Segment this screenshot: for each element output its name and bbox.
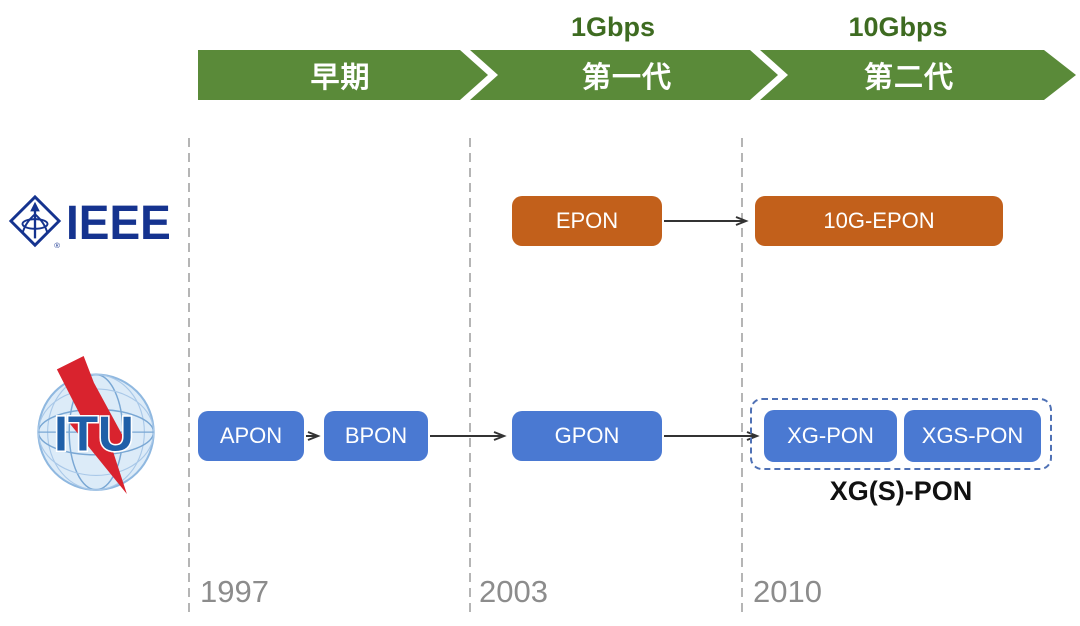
- node-epon-label: EPON: [555, 208, 619, 233]
- node-10g-epon-label: 10G-EPON: [823, 208, 935, 233]
- timeline-band: [198, 50, 1076, 100]
- node-xg-pon: XG-PON: [764, 410, 897, 462]
- ieee-diamond-icon: ®: [8, 194, 62, 250]
- xgs-pon-group-label: XG(S)-PON: [829, 476, 973, 506]
- itu-wordmark: ITU: [54, 407, 134, 462]
- timeline-segment-early: [198, 50, 488, 100]
- year-2010: 2010: [753, 574, 822, 609]
- itu-logo: ITU: [30, 356, 162, 496]
- year-1997: 1997: [200, 574, 269, 609]
- node-xgs-pon: XGS-PON: [904, 410, 1041, 462]
- node-gpon: GPON: [512, 411, 662, 461]
- node-10g-epon: 10G-EPON: [755, 196, 1003, 246]
- node-epon: EPON: [512, 196, 662, 246]
- timeline-label-gen2: 第二代: [863, 62, 954, 94]
- ieee-logo: ® IEEE: [8, 192, 188, 252]
- node-xg-pon-label: XG-PON: [787, 423, 874, 448]
- timeline-label-gen1: 第一代: [581, 62, 672, 94]
- xgs-pon-group-box: [750, 398, 1052, 470]
- itu-lightning-bolt: [56, 356, 127, 494]
- ieee-wordmark: IEEE: [66, 194, 171, 250]
- node-bpon-label: BPON: [344, 423, 408, 448]
- svg-text:®: ®: [54, 241, 60, 250]
- speed-label-1gbps: 1Gbps: [570, 11, 656, 42]
- timeline-label-early: 早期: [310, 62, 371, 94]
- timeline-segment-gen2: [760, 50, 1076, 100]
- node-bpon: BPON: [324, 411, 428, 461]
- node-gpon-label: GPON: [554, 423, 620, 448]
- speed-label-10gbps: 10Gbps: [848, 11, 948, 42]
- node-apon: APON: [198, 411, 304, 461]
- year-2003: 2003: [479, 574, 548, 609]
- node-apon-label: APON: [219, 423, 283, 448]
- timeline-segment-gen1: [470, 50, 778, 100]
- node-xgs-pon-label: XGS-PON: [921, 423, 1024, 448]
- itu-globe-icon: ITU: [37, 356, 155, 494]
